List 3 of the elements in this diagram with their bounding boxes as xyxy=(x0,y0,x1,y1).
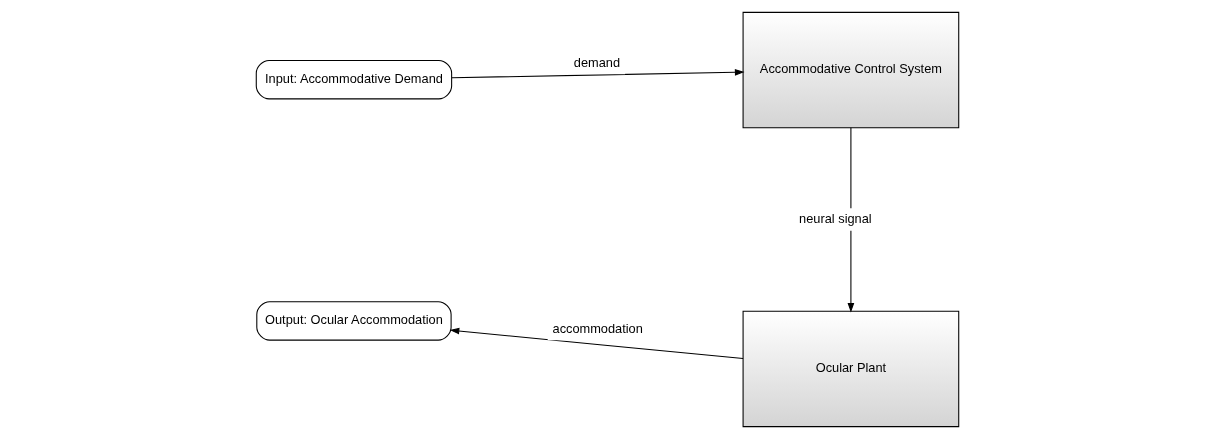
edge-label: demand xyxy=(573,54,621,70)
edge-label: neural signal xyxy=(799,211,872,227)
edge-label: accommodation xyxy=(552,320,643,336)
